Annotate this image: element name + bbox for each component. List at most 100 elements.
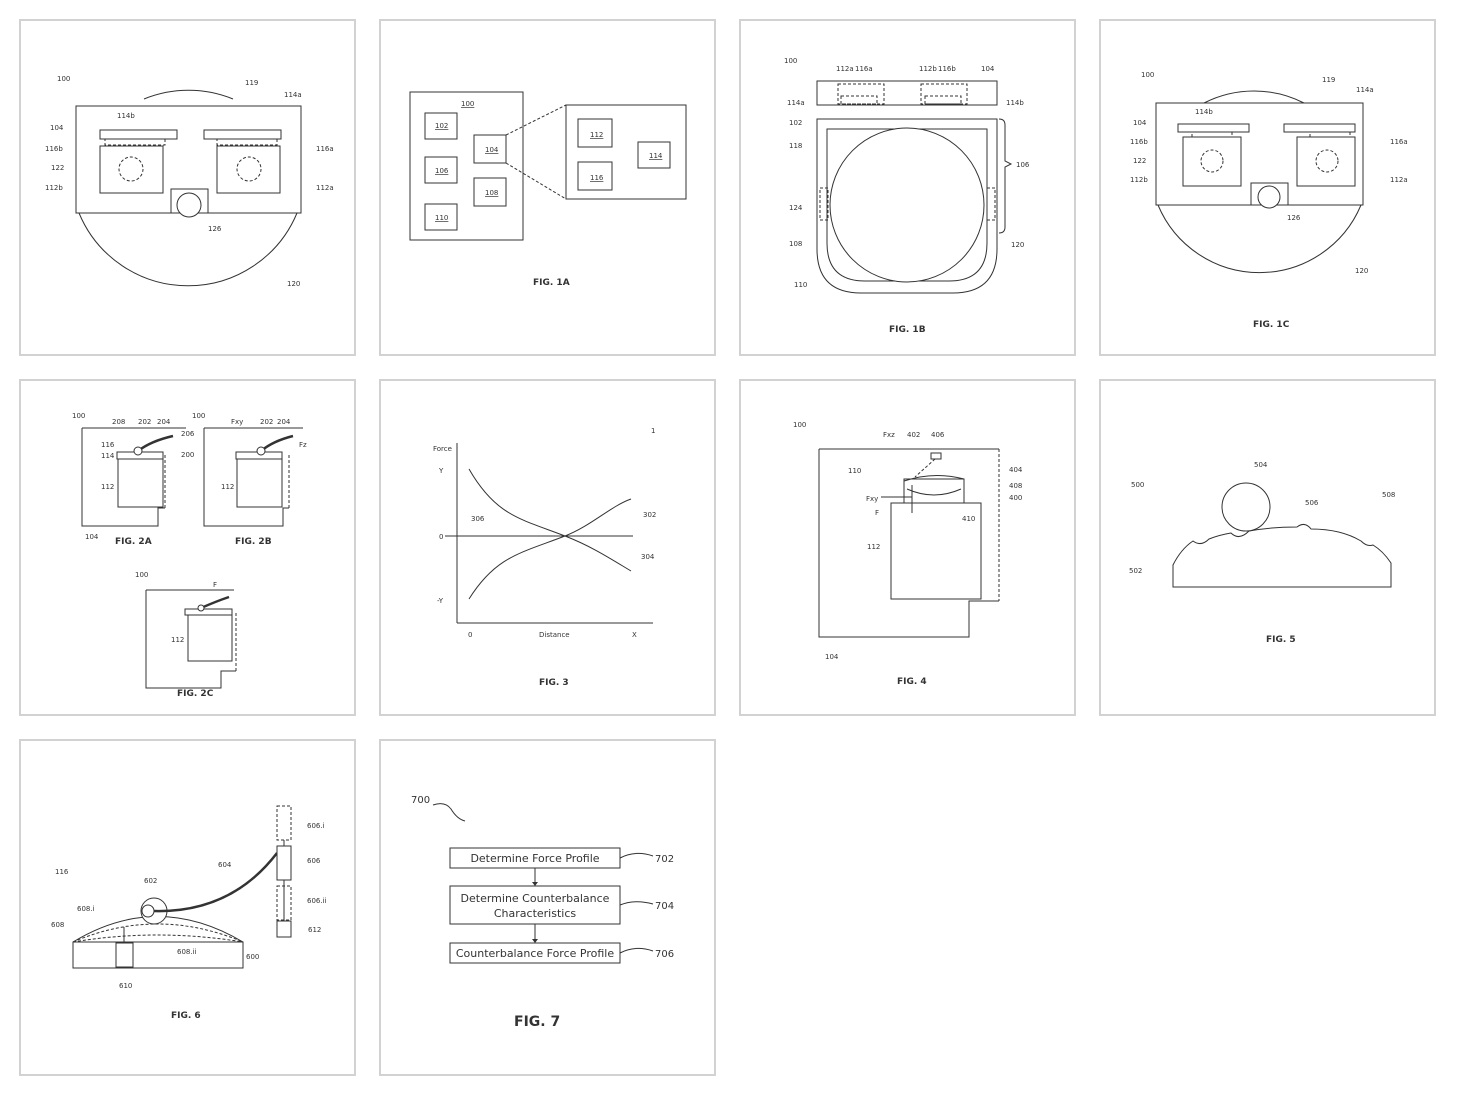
strap-inner bbox=[826, 128, 988, 282]
label-608i: 608.i bbox=[77, 905, 95, 913]
label-608: 608 bbox=[51, 921, 64, 929]
label-126: 126 bbox=[1287, 214, 1301, 222]
head-120 bbox=[829, 127, 985, 283]
label-506: 506 bbox=[1305, 499, 1319, 507]
figure-6-panel: 116 602 604 606.i 606 606.ii 612 608.i 6… bbox=[19, 739, 356, 1076]
label-116a: 116a bbox=[316, 145, 334, 153]
label-120: 120 bbox=[287, 280, 300, 288]
figure-7-panel: 700 Determine Force Profile Determine Co… bbox=[379, 739, 716, 1076]
caption-fig-2b: FIG. 2B bbox=[235, 537, 272, 547]
label-114a: 114a bbox=[1356, 86, 1374, 94]
label-116b: 116b bbox=[938, 65, 956, 73]
caption-fig-1a: FIG. 1A bbox=[533, 278, 570, 288]
label-118: 118 bbox=[789, 142, 802, 150]
cable-604 bbox=[153, 852, 278, 913]
label-410: 410 bbox=[962, 515, 975, 523]
y-tick-bottom: -Y bbox=[437, 597, 444, 605]
figure-1c-drawing: 100 114b 119 114a 104 116b 116a 122 112b… bbox=[1130, 71, 1408, 330]
label-402: 402 bbox=[907, 431, 920, 439]
x-tick-start: 0 bbox=[468, 631, 472, 639]
label-2a-116: 116 bbox=[101, 441, 115, 449]
head-outline-top bbox=[143, 89, 234, 100]
series-302-line bbox=[468, 468, 632, 537]
label-114a: 114a bbox=[284, 91, 302, 99]
counterbalance-400 bbox=[903, 478, 965, 504]
figure-1b-drawing: 100 112a 116a 112b 116b 104 114a 114b 10… bbox=[784, 57, 1030, 335]
label-106: 106 bbox=[435, 167, 449, 175]
caption-fig-6: FIG. 6 bbox=[171, 1011, 201, 1021]
label-112b: 112b bbox=[919, 65, 937, 73]
label-114a: 114a bbox=[787, 99, 805, 107]
figure-2-drawing: 100 208 202 204 206 116 114 200 112 104 … bbox=[72, 412, 307, 699]
label-104: 104 bbox=[485, 146, 499, 154]
series-304-line bbox=[468, 535, 632, 600]
label-114b: 114b bbox=[1006, 99, 1024, 107]
label-2a-100: 100 bbox=[72, 412, 85, 420]
label-106: 106 bbox=[1016, 161, 1030, 169]
label-610: 610 bbox=[119, 982, 132, 990]
figure-3-panel: Force Y 0 -Y 0 Distance X 306 302 304 1 … bbox=[379, 379, 716, 716]
label-704: 704 bbox=[655, 901, 674, 912]
figure-5-drawing: 500 504 506 508 502 FIG. 5 bbox=[1129, 461, 1395, 645]
label-114b: 114b bbox=[117, 112, 135, 120]
label-408: 408 bbox=[1009, 482, 1022, 490]
label-700: 700 bbox=[411, 795, 430, 806]
sensor-126 bbox=[176, 192, 202, 218]
label-508: 508 bbox=[1382, 491, 1395, 499]
surface-502 bbox=[1172, 523, 1392, 588]
label-2c-112: 112 bbox=[171, 636, 184, 644]
figure-2-panel: 100 208 202 204 206 116 114 200 112 104 … bbox=[19, 379, 356, 716]
label-110: 110 bbox=[435, 214, 448, 222]
label-122: 122 bbox=[51, 164, 64, 172]
figure-1a-panel: 100 102 104 106 108 110 112 114 116 FIG.… bbox=[379, 19, 716, 356]
caption-fig-3: FIG. 3 bbox=[539, 678, 569, 688]
label-116: 116 bbox=[55, 868, 69, 876]
figure-7-flowchart: 700 Determine Force Profile Determine Co… bbox=[411, 795, 674, 1030]
step-704-text-line2: Characteristics bbox=[494, 907, 577, 920]
label-fxz: Fxz bbox=[883, 431, 895, 439]
label-606: 606 bbox=[307, 857, 321, 865]
figure-5-panel: 500 504 506 508 502 FIG. 5 bbox=[1099, 379, 1436, 716]
label-612: 612 bbox=[308, 926, 321, 934]
label-600: 600 bbox=[246, 953, 259, 961]
label-104: 104 bbox=[825, 653, 839, 661]
label-2b-100: 100 bbox=[192, 412, 205, 420]
label-2c-f: F bbox=[213, 581, 217, 589]
label-2a-202: 202 bbox=[138, 418, 151, 426]
label-504: 504 bbox=[1254, 461, 1268, 469]
step-706-text: Counterbalance Force Profile bbox=[456, 947, 614, 960]
caption-fig-1c: FIG. 1C bbox=[1253, 320, 1290, 330]
label-112a: 112a bbox=[1390, 176, 1408, 184]
eye-122 bbox=[118, 156, 144, 182]
label-2a-206: 206 bbox=[181, 430, 195, 438]
caption-fig-2a: FIG. 2A bbox=[115, 537, 152, 547]
x-axis-label: Distance bbox=[539, 631, 570, 639]
figure-4-drawing: 100 110 Fxz 402 406 404 408 400 Fxy F 41… bbox=[793, 421, 1023, 687]
label-2b-204: 204 bbox=[277, 418, 291, 426]
step-702-text: Determine Force Profile bbox=[470, 852, 599, 865]
series-304-label: 304 bbox=[641, 553, 655, 561]
caption-fig-4: FIG. 4 bbox=[897, 677, 927, 687]
label-104: 104 bbox=[981, 65, 995, 73]
label-502: 502 bbox=[1129, 567, 1142, 575]
y-axis-label: Force bbox=[433, 445, 452, 453]
label-608ii: 608.ii bbox=[177, 948, 197, 956]
label-112a: 112a bbox=[316, 184, 334, 192]
label-116a: 116a bbox=[855, 65, 873, 73]
figure-1a-drawing: 100 102 104 106 108 110 112 114 116 FIG.… bbox=[409, 91, 687, 288]
caption-fig-5: FIG. 5 bbox=[1266, 635, 1296, 645]
label-404: 404 bbox=[1009, 466, 1023, 474]
label-120: 120 bbox=[1011, 241, 1024, 249]
label-2a-114: 114 bbox=[101, 452, 115, 460]
label-2a-208: 208 bbox=[112, 418, 125, 426]
label-400: 400 bbox=[1009, 494, 1022, 502]
display-112b bbox=[99, 145, 164, 194]
label-104: 104 bbox=[50, 124, 64, 132]
label-2a-112: 112 bbox=[101, 483, 114, 491]
step-704-text-line1: Determine Counterbalance bbox=[461, 892, 610, 905]
label-110: 110 bbox=[794, 281, 807, 289]
label-100: 100 bbox=[57, 75, 70, 83]
label-110: 110 bbox=[848, 467, 861, 475]
label-116: 116 bbox=[590, 174, 604, 182]
label-112a: 112a bbox=[836, 65, 854, 73]
